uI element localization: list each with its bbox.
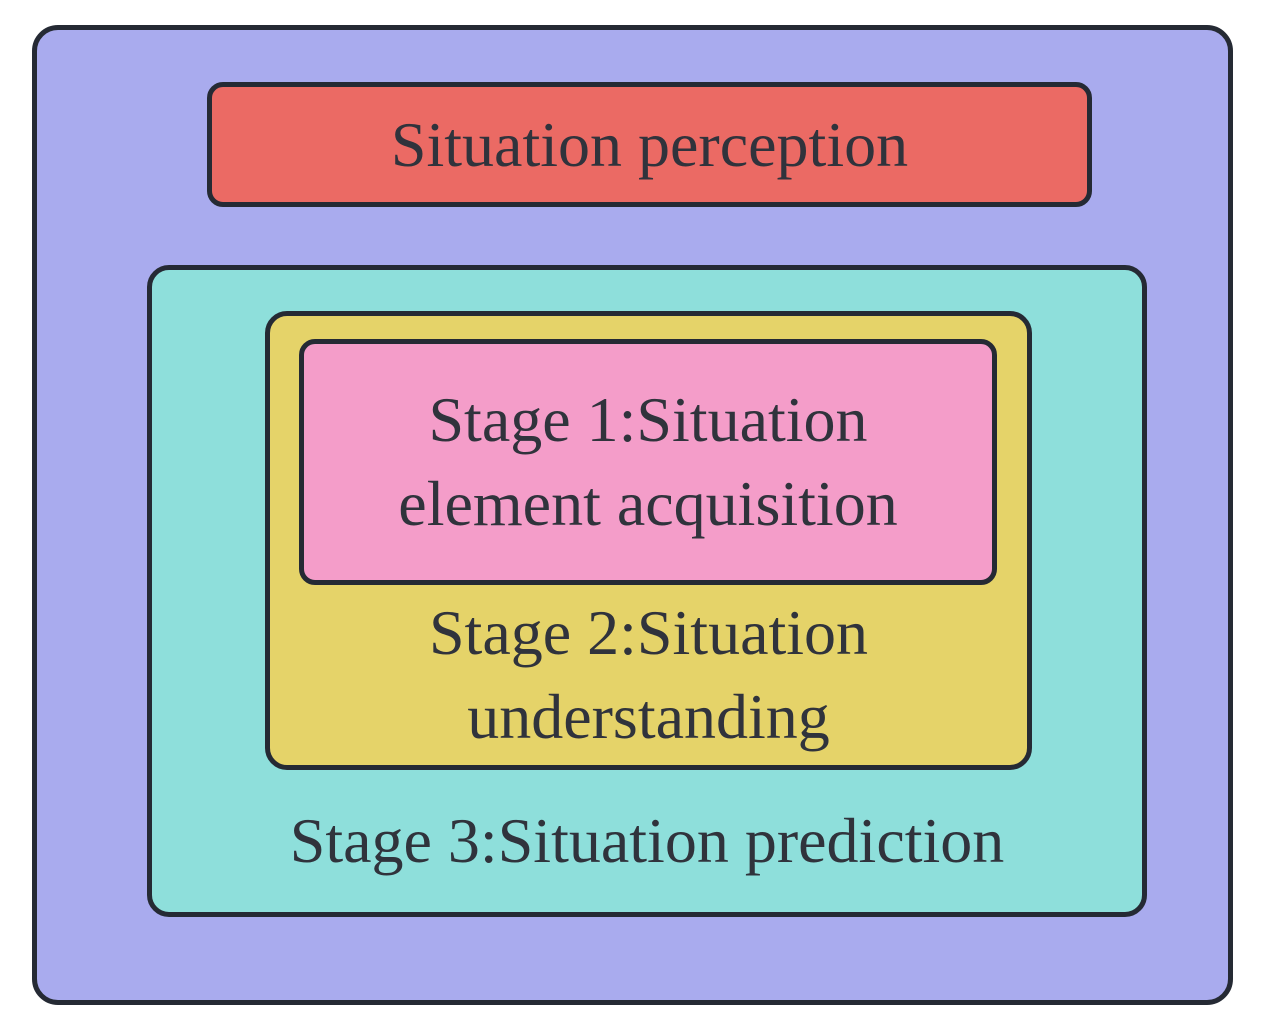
stage3-situation-prediction-box: Stage 1:Situation element acquisition St… — [147, 265, 1147, 917]
stage3-label-area: Stage 3:Situation prediction — [152, 770, 1142, 912]
situation-perception-box: Situation perception — [207, 82, 1092, 207]
stage2-situation-understanding-box: Stage 1:Situation element acquisition St… — [265, 311, 1032, 770]
stage2-label-line2: understanding — [467, 681, 830, 752]
stage2-label-line1: Stage 2:Situation — [428, 597, 869, 668]
outer-container-box: Situation perception Stage 1:Situation e… — [32, 25, 1233, 1005]
stage2-label-area: Stage 2:Situation understanding — [270, 585, 1027, 765]
stage1-label-line1: Stage 1:Situation — [428, 384, 868, 455]
stage1-situation-element-acquisition-box: Stage 1:Situation element acquisition — [299, 339, 997, 585]
stage1-label-line2: element acquisition — [398, 468, 898, 539]
stage3-label: Stage 3:Situation prediction — [289, 805, 1005, 876]
stage1-label: Stage 1:Situation element acquisition — [398, 378, 897, 546]
stage2-label: Stage 2:Situation understanding — [429, 591, 868, 759]
situation-perception-label: Situation perception — [390, 108, 909, 180]
